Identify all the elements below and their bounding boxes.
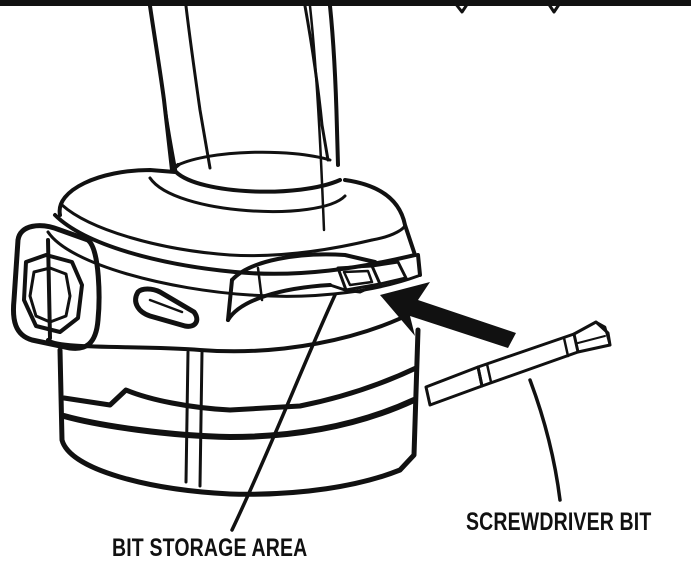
screwdriver-bit-label: SCREWDRIVER BIT (466, 508, 652, 536)
bit-storage-area-label: BIT STORAGE AREA (112, 534, 308, 562)
screwdriver-bit (424, 320, 612, 407)
top-frame (0, 0, 691, 14)
battery-latch (11, 223, 102, 351)
bit-storage-recess (226, 252, 408, 322)
battery-pack-top (46, 168, 422, 298)
battery-pack-body (46, 238, 421, 497)
leader-lines (230, 293, 562, 532)
insertion-arrow (380, 282, 516, 348)
release-slot (133, 286, 200, 329)
battery-band (61, 365, 419, 440)
drill-handle (148, 4, 347, 232)
